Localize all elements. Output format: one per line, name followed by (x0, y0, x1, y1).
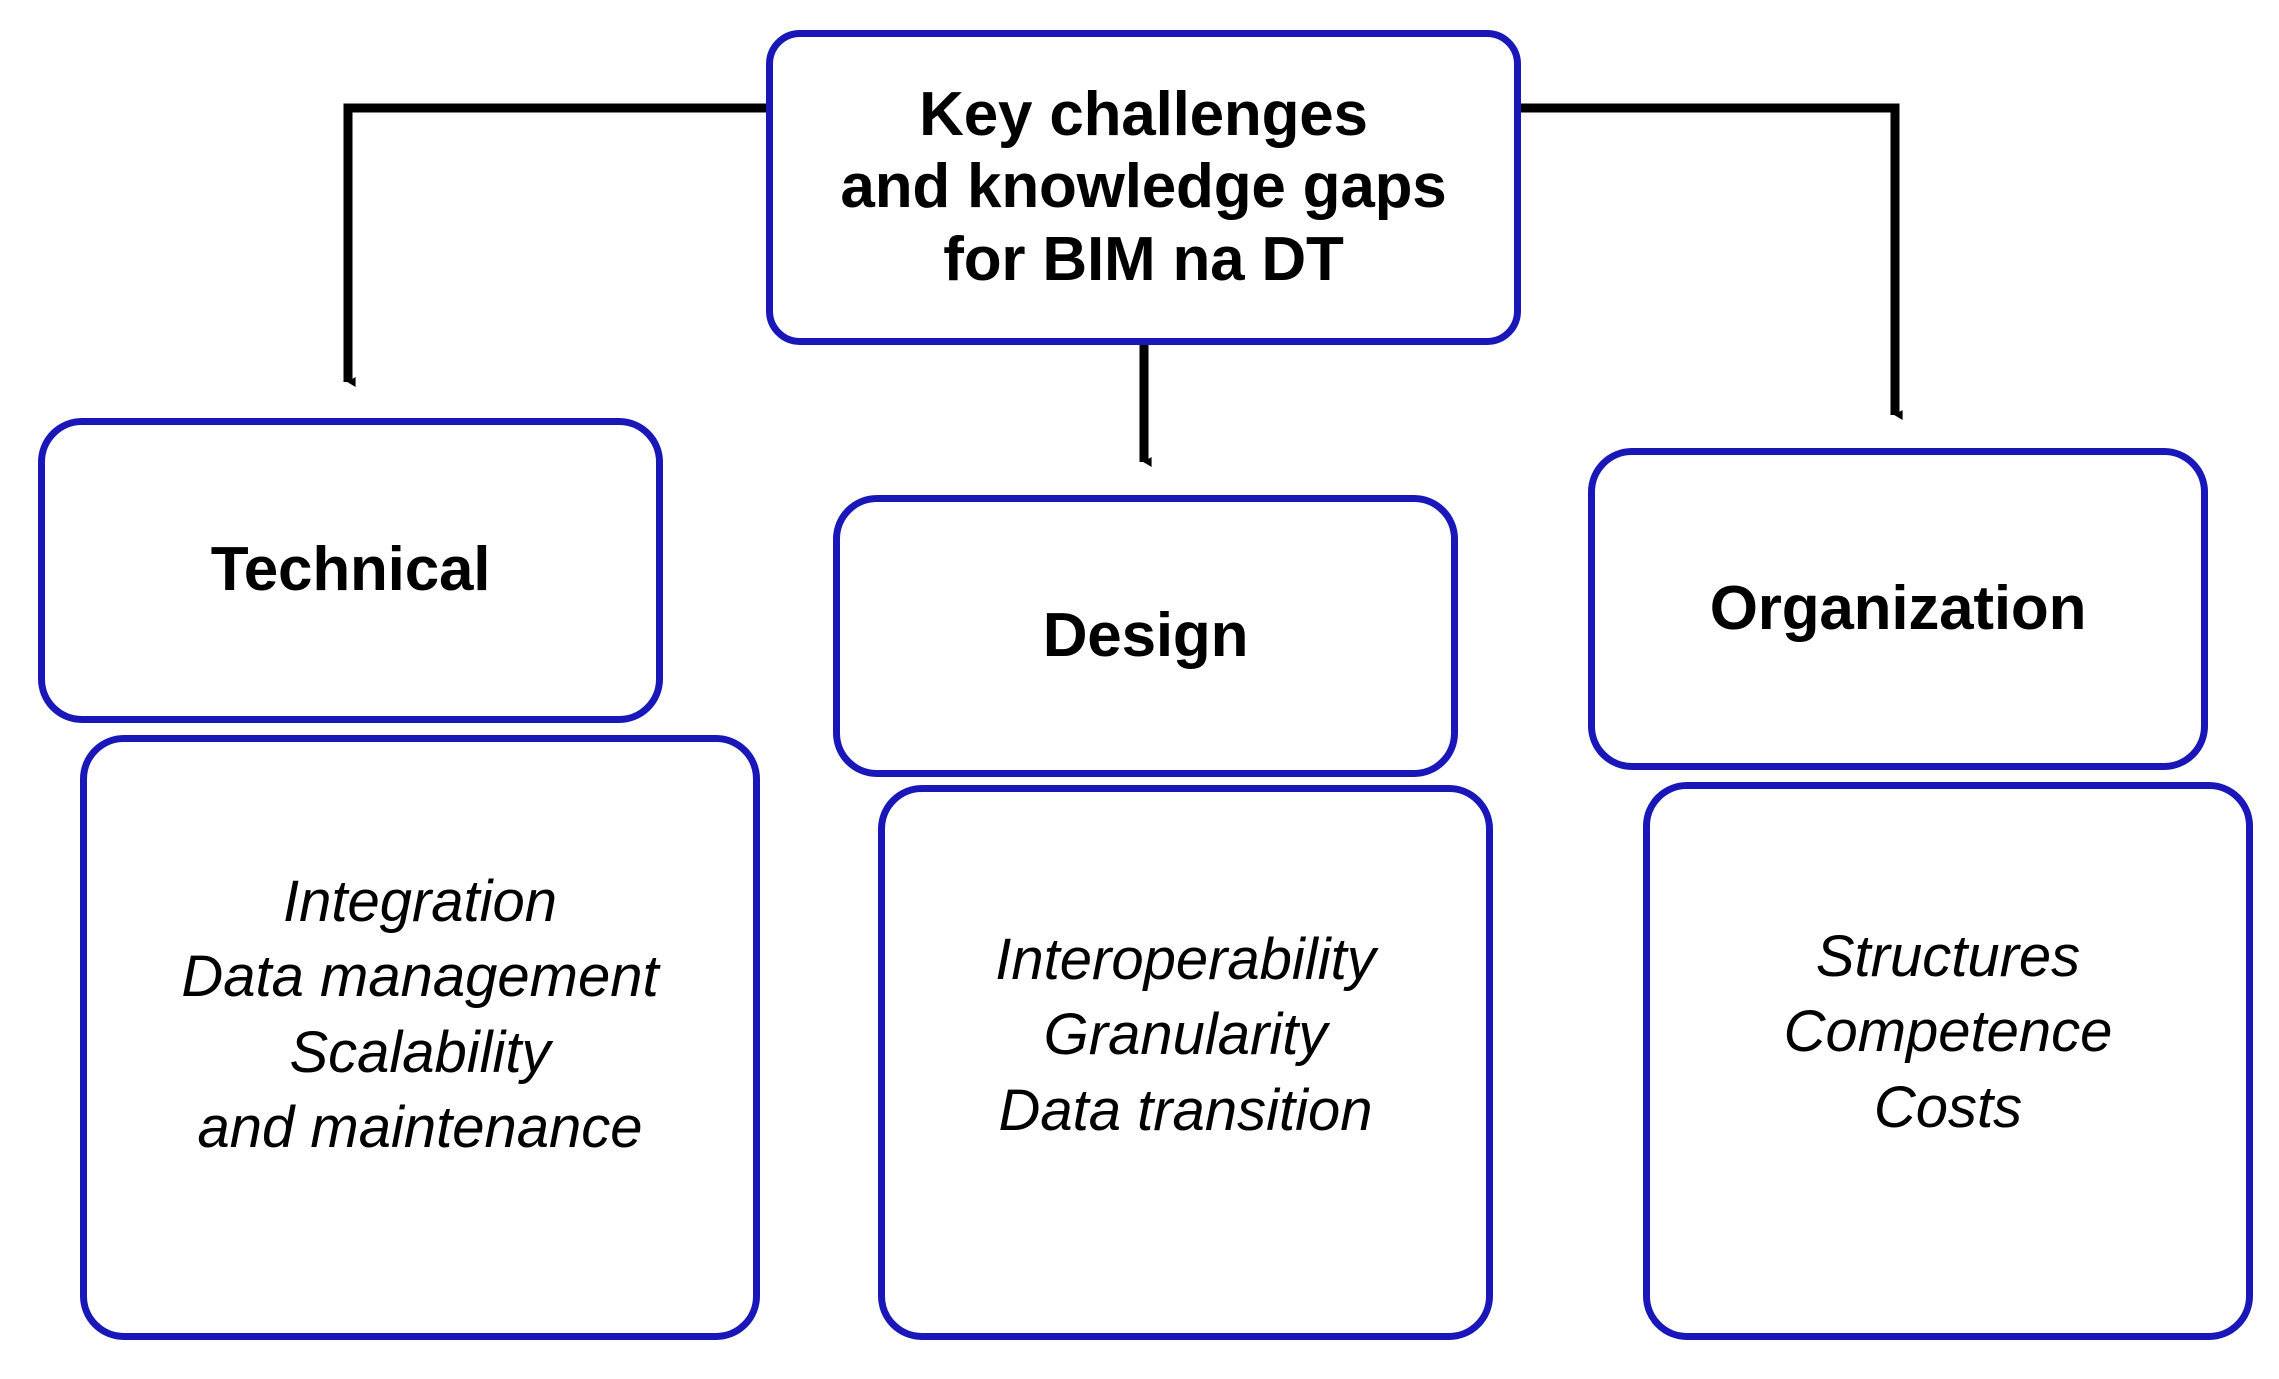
organization-items-card[interactable]: Structures Competence Costs (1643, 782, 2253, 1340)
organization-items-label: Structures Competence Costs (1783, 924, 2113, 1140)
organization-heading-label: Organization (1709, 573, 2087, 643)
design-items-label: Interoperability Granularity Data transi… (995, 927, 1376, 1143)
technical-items-label: Integration Data management Scalability … (181, 869, 659, 1161)
design-heading-card[interactable]: Design (833, 495, 1458, 777)
root-node-label: Key challenges and knowledge gaps for BI… (840, 79, 1447, 294)
design-items-card[interactable]: Interoperability Granularity Data transi… (878, 785, 1493, 1340)
organization-heading-card[interactable]: Organization (1588, 448, 2208, 770)
technical-items-card[interactable]: Integration Data management Scalability … (80, 735, 760, 1340)
design-heading-label: Design (1042, 600, 1249, 670)
connector-root-to-organization (1521, 103, 1903, 420)
connector-root-to-technical (343, 103, 766, 387)
technical-heading-card[interactable]: Technical (38, 418, 663, 723)
technical-heading-label: Technical (210, 535, 491, 605)
root-node[interactable]: Key challenges and knowledge gaps for BI… (766, 30, 1521, 345)
